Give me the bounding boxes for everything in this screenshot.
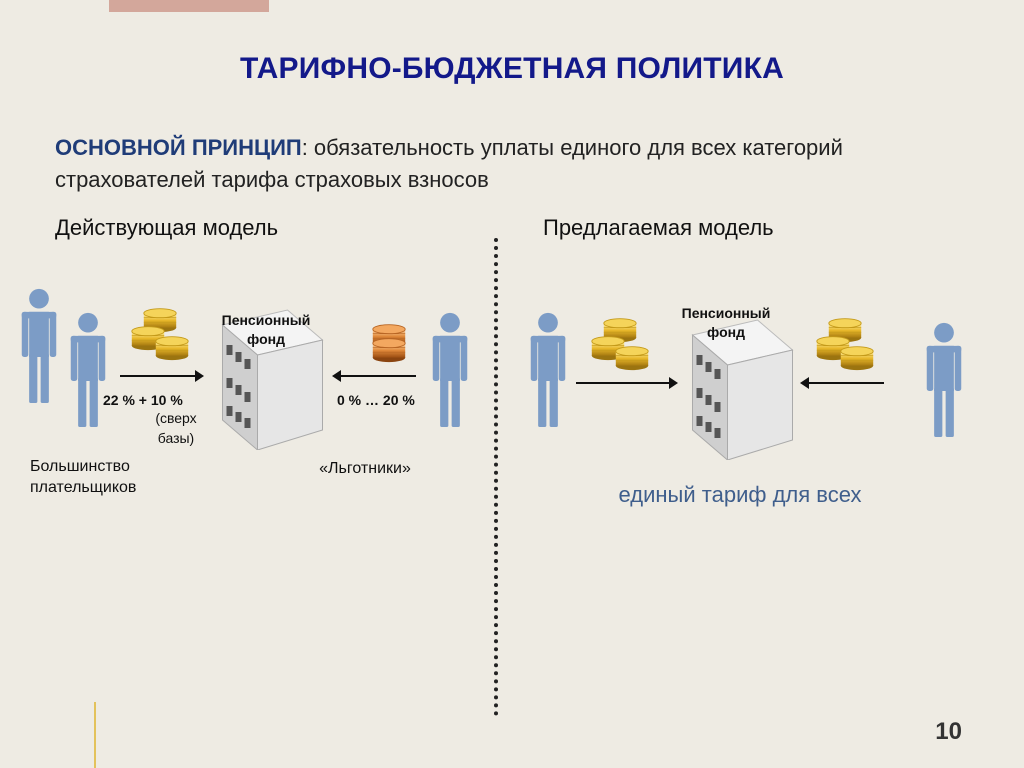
proposed-model-heading: Предлагаемая модель (543, 215, 774, 240)
page-title: ТАРИФНО-БЮДЖЕТНАЯ ПОЛИТИКА (240, 52, 784, 85)
person-icon (926, 322, 962, 437)
page-number: 10 (935, 718, 962, 745)
gold-coins-icon (131, 308, 189, 361)
principle-statement: ОСНОВНОЙ ПРИНЦИП: обязательность уплаты … (55, 132, 935, 196)
beneficiary-rate: 0 % … 20 % (337, 392, 415, 408)
person-icon (530, 312, 566, 427)
copper-coins-icon (372, 324, 406, 363)
current-model-heading: Действующая модель (55, 215, 279, 240)
payment-arrow (576, 377, 678, 389)
section-divider (494, 238, 498, 716)
principle-text: : обязательность уплаты единого для всех… (55, 135, 843, 192)
top-accent-bar (109, 0, 269, 12)
fund-label: Пенсионный фонд (681, 305, 771, 340)
beneficiaries-label: «Льготники» (319, 460, 411, 477)
payment-arrow (332, 370, 416, 382)
person-icon (21, 288, 57, 403)
majority-rate: 22 % + 10 % (103, 392, 183, 408)
gold-coins-icon (816, 318, 874, 371)
principle-label: ОСНОВНОЙ ПРИНЦИП (55, 135, 302, 160)
person-icon (432, 312, 468, 427)
uniform-rate-summary: единый тариф для всех (618, 482, 862, 507)
person-icon (70, 312, 106, 427)
majority-label: Большинство плательщиков (30, 458, 137, 496)
footer-accent-line (94, 702, 96, 768)
majority-rate-note: (сверх базы) (155, 410, 197, 446)
gold-coins-icon (591, 318, 649, 371)
payment-arrow (800, 377, 884, 389)
fund-label: Пенсионный фонд (221, 312, 311, 347)
payment-arrow (120, 370, 204, 382)
